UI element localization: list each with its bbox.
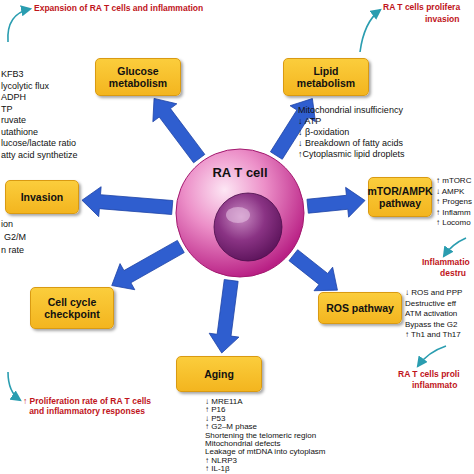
block-arrow bbox=[307, 187, 365, 217]
block-arrow bbox=[289, 250, 337, 291]
effect-item: ↑ mTORC bbox=[436, 177, 471, 185]
effect-item: Mitochondrial defects bbox=[205, 440, 281, 448]
effect-item: TP bbox=[1, 105, 13, 115]
process-box: ROS pathway bbox=[318, 292, 402, 324]
outcome-note: RA T cells proli bbox=[398, 370, 460, 379]
effect-item: ↑ Locomo bbox=[436, 219, 471, 227]
leader-arrow bbox=[8, 9, 30, 42]
process-box: Aging bbox=[176, 356, 262, 392]
outcome-note: ↑ Proliferation rate of RA T cells and i… bbox=[22, 397, 152, 417]
effect-item: ↓ Breakdown of fatty acids bbox=[298, 139, 403, 149]
effect-item: ADPH bbox=[1, 93, 26, 103]
leader-arrow bbox=[444, 238, 466, 256]
node-label: RA T cell bbox=[174, 165, 306, 180]
effect-item: ↓ MRE11A bbox=[205, 398, 243, 406]
effect-item: ion bbox=[1, 220, 13, 230]
nucleus bbox=[214, 193, 282, 261]
block-arrow bbox=[82, 187, 173, 217]
cell-circle: RA T cell bbox=[174, 147, 306, 279]
effect-item: n rate bbox=[1, 246, 24, 256]
effect-item: ↓ ATP bbox=[298, 117, 321, 127]
effect-item: ↓ ROS and PPP bbox=[405, 289, 462, 297]
effect-item: ↑ IL-1β bbox=[205, 465, 230, 473]
node-label: Lipid metabolism bbox=[286, 65, 366, 89]
effect-item: ↑ P16 bbox=[205, 406, 225, 414]
node-label: Invasion bbox=[21, 191, 64, 203]
process-box: Lipid metabolism bbox=[283, 58, 369, 96]
effect-item: ↑Cytoplasmic lipid droplets bbox=[298, 150, 405, 160]
effect-item: KFB3 bbox=[1, 70, 24, 80]
effect-item: ↑ G2–M phase bbox=[205, 423, 257, 431]
block-arrow bbox=[153, 98, 205, 162]
effect-item: ↓ AMPK bbox=[436, 188, 464, 196]
effect-item: ↓ β-oxidation bbox=[298, 128, 349, 138]
effect-item: Destructive eff bbox=[405, 300, 456, 308]
effect-item: Shortening the telomeric region bbox=[205, 432, 316, 440]
outcome-note: invasion bbox=[425, 15, 459, 24]
effect-item: lycolytic flux bbox=[1, 82, 49, 92]
outcome-note: Expansion of RA T cells and inflammation bbox=[34, 4, 203, 13]
effect-item: ruvate bbox=[1, 116, 26, 126]
effect-item: Leakage of mtDNA into cytoplasm bbox=[205, 448, 326, 456]
effect-item: Mitochondrial insufficiency bbox=[298, 106, 403, 116]
node-label: ROS pathway bbox=[326, 302, 394, 314]
node-label: mTOR/AMPK pathway bbox=[367, 185, 432, 209]
nucleus-highlight bbox=[226, 207, 250, 223]
outcome-note: inflammato bbox=[412, 381, 457, 390]
effect-item: Bypass the G2 bbox=[405, 321, 457, 329]
effect-item: atty acid synthetize bbox=[1, 151, 78, 161]
process-box: Invasion bbox=[5, 180, 79, 214]
block-arrow bbox=[209, 280, 239, 354]
process-box: Cell cycle checkpoint bbox=[30, 287, 114, 329]
outcome-note: Inflammatio bbox=[422, 258, 470, 267]
effect-item: ↑ Inflamm bbox=[436, 209, 471, 217]
process-box: mTOR/AMPK pathway bbox=[368, 177, 432, 217]
effect-item: ↓ P53 bbox=[205, 415, 225, 423]
effect-item: ↑ Th1 and Th17 bbox=[405, 331, 461, 339]
effect-item: ATM activation bbox=[405, 310, 457, 318]
process-box: Glucose metabolism bbox=[95, 58, 181, 96]
leader-arrow bbox=[360, 10, 380, 52]
node-label: Cell cycle checkpoint bbox=[33, 296, 111, 320]
node-label: Glucose metabolism bbox=[98, 65, 178, 89]
leader-arrow bbox=[418, 346, 446, 366]
effect-item: ↑ NLRP3 bbox=[205, 457, 237, 465]
effect-item: lucose/lactate ratio bbox=[1, 139, 76, 149]
leader-arrow bbox=[8, 372, 20, 400]
effect-item: utathione bbox=[1, 128, 38, 138]
block-arrow bbox=[112, 240, 185, 289]
outcome-note: destru bbox=[440, 269, 466, 278]
outcome-note: RA T cells prolifera bbox=[383, 3, 460, 12]
node-label: Aging bbox=[204, 368, 234, 380]
effect-item: ↑ Progens bbox=[436, 198, 472, 206]
effect-item: G2/M bbox=[4, 233, 26, 243]
